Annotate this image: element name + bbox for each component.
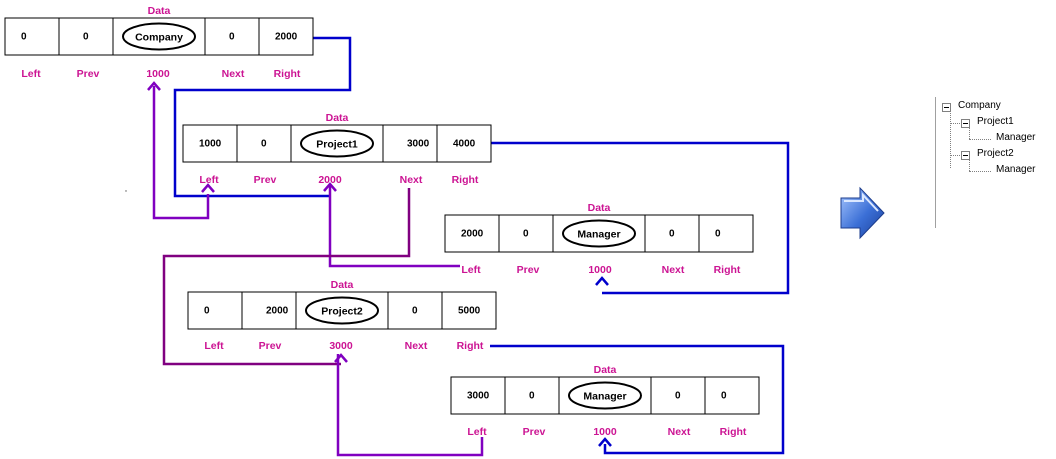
arrowhead-company-prev: [147, 81, 161, 91]
project2-node-right-label: Right: [457, 340, 484, 352]
tree-connector-line: [950, 123, 960, 124]
tree-connector-line: [969, 139, 991, 140]
tree-collapse-icon[interactable]: [961, 119, 970, 128]
project2-node-data-label: 3000: [329, 340, 353, 352]
company-node-prev-label: Prev: [77, 68, 100, 80]
project1-node-data-label: Data: [326, 112, 349, 124]
company-node-data-oval: [122, 22, 196, 51]
project2-node-data-label: Data: [331, 279, 354, 291]
project1-node-prev-label: Prev: [254, 174, 277, 186]
tree-connector-line: [950, 155, 960, 156]
project2-node-left-label: Left: [204, 340, 224, 352]
project1-node-right-value: 4000: [453, 139, 476, 150]
project2-node-right-value: 5000: [458, 306, 481, 317]
manager1-node-left-value: 2000: [461, 229, 484, 240]
manager1-node-data-label: 1000: [588, 264, 612, 276]
manager1-node-data-value: Manager: [577, 229, 620, 241]
tree-connector-line: [950, 111, 951, 168]
arrowhead-project1-data: [323, 182, 337, 192]
manager2-node-next-label: Next: [668, 426, 691, 438]
tree-connector-line: [969, 127, 970, 139]
tree-view: Company Project1 Manager Project2 Manage…: [935, 97, 1056, 228]
tree-item-project1-manager[interactable]: Manager: [996, 132, 1036, 143]
tree-item-project2[interactable]: Project2: [977, 148, 1014, 159]
tree-connector-line: [969, 171, 991, 172]
company-node-data-label: 1000: [146, 68, 170, 80]
manager1-node-right-label: Right: [714, 264, 741, 276]
connector-project1-right: [481, 141, 790, 295]
manager2-node-right-label: Right: [720, 426, 747, 438]
manager1-node-next-value: 0: [669, 229, 675, 240]
company-node-data-label: Data: [148, 5, 171, 17]
company-node-left-label: Left: [21, 68, 41, 80]
company-node-next-label: Next: [222, 68, 245, 80]
project1-node-data-label: 2000: [318, 174, 342, 186]
project1-node-right-label: Right: [452, 174, 479, 186]
tree-collapse-icon[interactable]: [961, 151, 970, 160]
company-node-right-value: 2000: [275, 32, 298, 43]
manager1-node-right-value: 0: [715, 229, 721, 240]
connector-manager1-left: [328, 184, 460, 268]
manager2-node-data-label: 1000: [593, 426, 617, 438]
connector-manager2-left: [336, 354, 484, 457]
project2-node-prev-label: Prev: [259, 340, 282, 352]
project1-node-next-label: Next: [400, 174, 423, 186]
manager2-node-data-value: Manager: [583, 391, 626, 403]
manager2-node-right-value: 0: [721, 391, 727, 402]
project1-node-next-value: 3000: [407, 139, 430, 150]
project1-node-data-value: Project1: [316, 139, 358, 151]
manager1-node-left-label: Left: [461, 264, 481, 276]
connectors: [152, 36, 790, 457]
arrowhead-manager2-data: [598, 437, 612, 447]
connector-project1-next: [162, 188, 411, 366]
manager2-node-prev-label: Prev: [523, 426, 546, 438]
tree-collapse-icon[interactable]: [942, 103, 951, 112]
tree-item-project1[interactable]: Project1: [977, 116, 1014, 127]
arrowheads: [147, 81, 612, 447]
arrowhead-project2-data: [334, 353, 348, 363]
company-node-data-value: Company: [135, 32, 183, 44]
project2-node-data-oval: [305, 296, 379, 325]
manager2-node-data-oval: [568, 381, 642, 410]
right-arrow-icon: [840, 186, 885, 240]
project2-node-next-value: 0: [412, 306, 418, 317]
manager2-node-data-label: Data: [594, 364, 617, 376]
company-node-prev-value: 0: [83, 32, 89, 43]
manager2-node-left-label: Left: [467, 426, 487, 438]
manager1-node-prev-value: 0: [523, 229, 529, 240]
manager1-node-prev-label: Prev: [517, 264, 540, 276]
project2-node-data-value: Project2: [321, 306, 363, 318]
arrowhead-project1-left: [201, 183, 215, 193]
manager1-node-data-oval: [562, 219, 636, 248]
project2-node-left-value: 0: [204, 306, 210, 317]
project1-node-left-value: 1000: [199, 139, 222, 150]
company-node-right-label: Right: [274, 68, 301, 80]
project1-node-left-label: Left: [199, 174, 219, 186]
tree-item-company[interactable]: Company: [958, 100, 1001, 111]
connector-project1-left: [152, 86, 210, 220]
manager2-node-prev-value: 0: [529, 391, 535, 402]
project2-node-prev-value: 2000: [266, 306, 289, 317]
connector-project2-right: [490, 344, 785, 455]
manager1-node-next-label: Next: [662, 264, 685, 276]
tree-item-project2-manager[interactable]: Manager: [996, 164, 1036, 175]
arrowhead-manager1-data: [595, 276, 609, 286]
company-node-next-value: 0: [229, 32, 235, 43]
project1-node-prev-value: 0: [261, 139, 267, 150]
stray-dot: [125, 190, 127, 192]
tree-connector-line: [969, 159, 970, 171]
connector-company-right: [173, 36, 352, 198]
company-node-left-value: 0: [21, 32, 27, 43]
project1-node-data-oval: [300, 129, 374, 158]
manager2-node-next-value: 0: [675, 391, 681, 402]
manager2-node-left-value: 3000: [467, 391, 490, 402]
manager1-node-data-label: Data: [588, 202, 611, 214]
project2-node-next-label: Next: [405, 340, 428, 352]
